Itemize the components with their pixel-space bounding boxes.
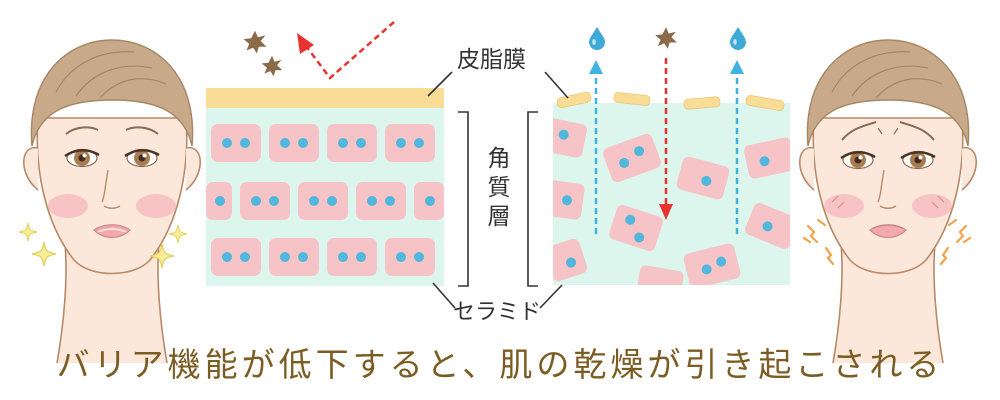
label-sebum-membrane: 皮脂膜 [457,47,526,73]
dry-face [798,39,978,364]
sebum-layer [206,88,444,108]
stratum-layer [553,103,790,285]
irritation-icon [802,218,972,266]
repelled-arrow [297,21,395,80]
healthy-skin-section [206,21,444,286]
caption: バリア機能が低下すると、肌の乾燥が引き起こされる [56,345,944,384]
label-leaders [427,71,569,309]
healthy-cells [206,124,444,276]
label-ceramide: セラミド [453,300,542,325]
irritant-particle-icon [655,27,677,49]
damaged-cells [553,118,790,285]
irritant-particle-icon [243,30,283,77]
penetration-arrow [659,58,673,220]
label-stratum-corneum: 角質層 [483,146,509,233]
broken-sebum [556,91,785,111]
water-loss-arrows [589,60,744,234]
healthy-face [22,39,202,364]
damaged-skin-section [553,27,790,285]
